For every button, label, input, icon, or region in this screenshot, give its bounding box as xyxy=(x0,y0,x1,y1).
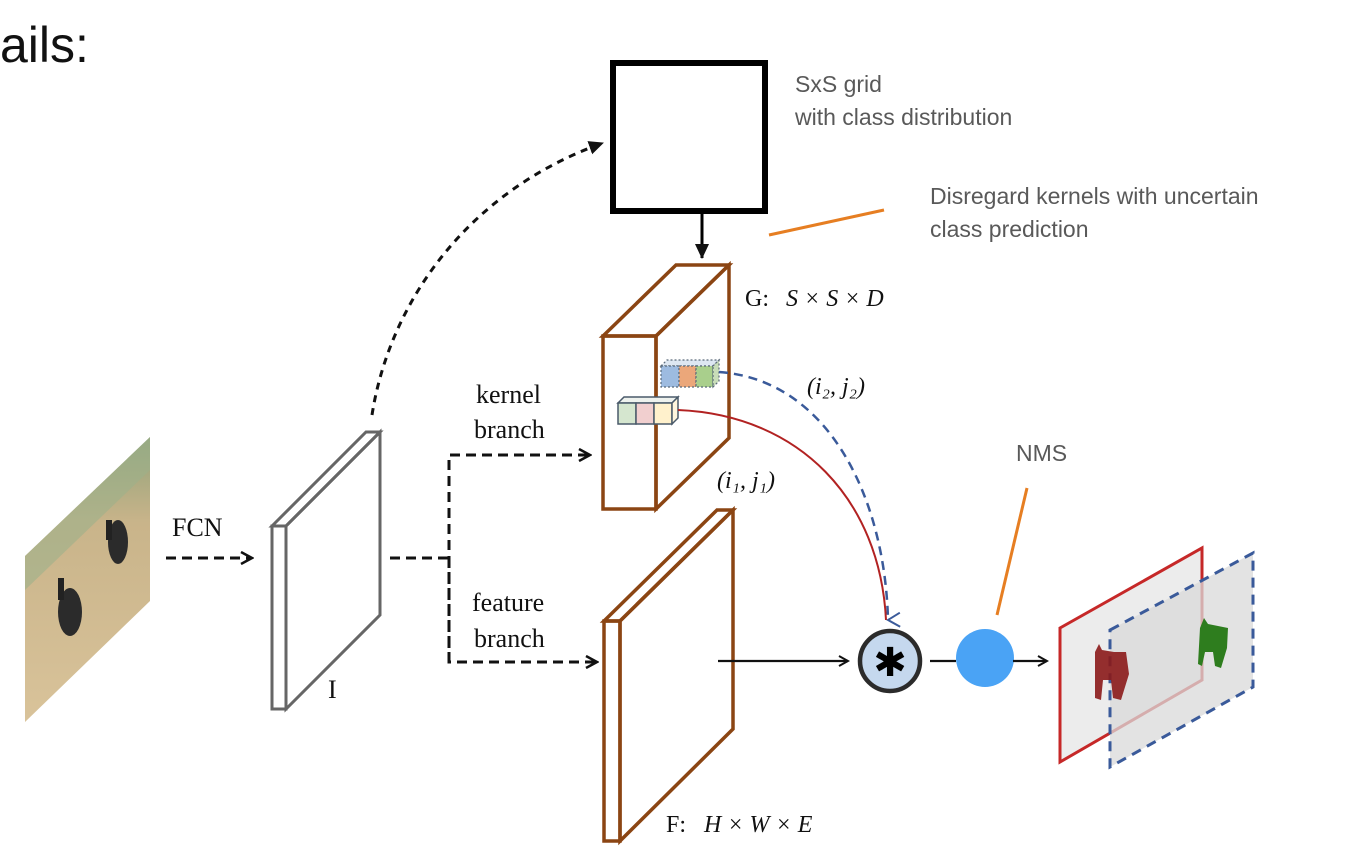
loc2-label: (i₂, j₂) xyxy=(807,374,865,400)
dynamic-conv-operator: ✱ xyxy=(857,628,923,694)
output-masks xyxy=(1058,545,1255,770)
nms-pointer-line xyxy=(995,487,1029,616)
kernel1-path xyxy=(677,409,887,621)
grid-note-line1: SxS grid xyxy=(795,71,882,97)
kernel-branch-label-line2: branch xyxy=(474,415,545,444)
g-prefix-label: G: xyxy=(745,286,769,312)
fcn-label: FCN xyxy=(172,513,223,542)
disregard-note-line2: class prediction xyxy=(930,216,1089,242)
kernel-cells-2 xyxy=(659,358,721,389)
kernel2-path xyxy=(718,370,901,628)
nms-note: NMS xyxy=(1016,440,1067,466)
g-dims-label: S × S × D xyxy=(786,286,884,312)
f-prefix-label: F: xyxy=(666,812,686,838)
grid-branch-arrow xyxy=(370,141,604,416)
convolution-icon: ✱ xyxy=(873,640,907,686)
feature-branch-label-line2: branch xyxy=(474,624,545,653)
mask-green-animal-icon xyxy=(1198,618,1228,668)
grid-note-line2: with class distribution xyxy=(794,104,1012,130)
disregard-pointer-line xyxy=(768,208,885,237)
input-image xyxy=(25,437,150,722)
f-dims-label: H × W × E xyxy=(703,812,813,838)
loc1-label: (i₁, j₁) xyxy=(717,468,775,494)
mask-red-animal-icon xyxy=(1095,644,1129,700)
feature-map-i-label: I xyxy=(328,675,337,704)
slide-heading: ails: xyxy=(0,17,89,73)
class-grid-box xyxy=(610,60,768,214)
feature-map-i xyxy=(268,428,384,713)
feature-branch-label-line1: feature xyxy=(472,588,544,617)
branch-split xyxy=(390,455,597,662)
nms-node xyxy=(956,629,1014,687)
kernel-branch-label-line1: kernel xyxy=(476,380,541,409)
kernel-cells-1 xyxy=(616,395,680,426)
disregard-note-line1: Disregard kernels with uncertain xyxy=(930,183,1259,209)
zebra-icon xyxy=(58,520,128,636)
feature-tensor-f xyxy=(599,505,738,846)
